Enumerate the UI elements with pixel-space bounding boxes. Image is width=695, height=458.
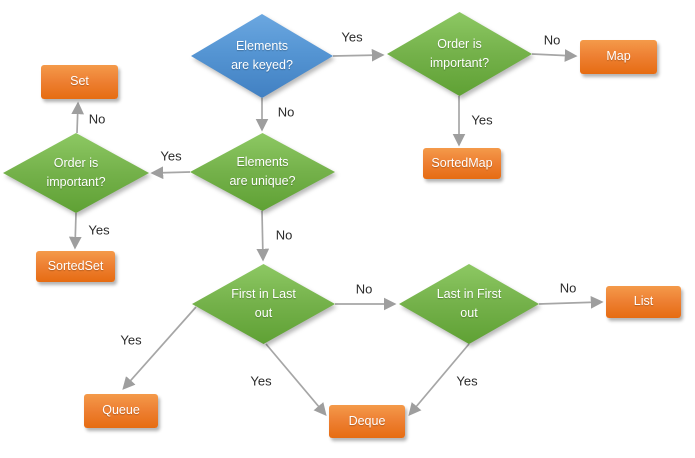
list-result-node: List <box>606 286 681 318</box>
sortedset-label: SortedSet <box>47 258 104 273</box>
last-in-first-out-label: Last in First out <box>436 286 502 320</box>
connector-elements-are-keyed-to-order-important-top <box>332 48 385 62</box>
map-label: Map <box>606 49 631 64</box>
connector-elements-are-unique-to-first-in-last-out <box>256 210 270 262</box>
sortedset-result-node: SortedSet <box>36 251 115 282</box>
connector-last-in-first-out-to-deque <box>408 343 470 416</box>
queue-label: Queue <box>102 403 140 418</box>
connector-first-in-last-out-to-queue <box>122 306 197 390</box>
queue-shape: Queue <box>84 394 158 428</box>
first-in-last-out-shape: First in Last out <box>192 264 335 344</box>
elements-are-keyed-shape: Elements are keyed? <box>191 14 333 98</box>
first-in-last-out-decision-node: First in Last out <box>192 264 335 344</box>
queue-result-node: Queue <box>84 394 158 428</box>
sortedset-shape: SortedSet <box>36 251 115 282</box>
map-result-node: Map <box>580 40 657 74</box>
deque-shape: Deque <box>329 405 405 438</box>
order-important-left-decision-node: Order is important? <box>3 133 149 213</box>
edge-label-elements-are-unique-to-first-in-last-out: No <box>275 227 293 243</box>
connector-last-in-first-out-to-list <box>538 295 604 309</box>
order-important-top-shape: Order is important? <box>387 12 532 96</box>
connector-order-important-left-to-set <box>71 101 85 134</box>
edge-label-order-important-top-to-sortedmap: Yes <box>471 112 493 128</box>
edge-label-order-important-top-to-map: No <box>543 32 561 48</box>
set-label: Set <box>70 74 89 89</box>
list-shape: List <box>606 286 681 318</box>
edge-label-last-in-first-out-to-list: No <box>559 280 577 296</box>
map-shape: Map <box>580 40 657 74</box>
edge-label-first-in-last-out-to-deque: Yes <box>250 373 272 389</box>
elements-are-unique-decision-node: Elements are unique? <box>190 133 335 211</box>
last-in-first-out-decision-node: Last in First out <box>399 264 539 344</box>
deque-label: Deque <box>348 413 386 428</box>
elements-are-keyed-label: Elements are keyed? <box>231 38 293 72</box>
list-label: List <box>633 294 654 309</box>
elements-are-keyed-decision-node: Elements are keyed? <box>191 14 333 98</box>
set-shape: Set <box>41 65 118 99</box>
edge-label-order-important-left-to-set: No <box>88 111 106 127</box>
elements-are-unique-shape: Elements are unique? <box>190 133 335 211</box>
edge-label-elements-are-keyed-to-order-important-top: Yes <box>341 29 363 45</box>
sortedmap-result-node: SortedMap <box>423 148 501 179</box>
set-result-node: Set <box>41 65 118 99</box>
order-important-left-label: Order is important? <box>46 155 106 189</box>
last-in-first-out-shape: Last in First out <box>399 264 539 344</box>
elements-are-unique-label: Elements are unique? <box>229 154 296 188</box>
order-important-top-decision-node: Order is important? <box>387 12 532 96</box>
connector-first-in-last-out-to-deque <box>265 343 327 416</box>
connector-elements-are-unique-to-order-important-left <box>150 166 191 180</box>
order-important-left-shape: Order is important? <box>3 133 149 213</box>
sortedmap-shape: SortedMap <box>423 148 501 179</box>
edge-label-last-in-first-out-to-deque: Yes <box>456 373 478 389</box>
connector-order-important-top-to-map <box>531 49 578 62</box>
edge-label-first-in-last-out-to-queue: Yes <box>120 332 142 348</box>
order-important-top-label: Order is important? <box>429 36 490 70</box>
sortedmap-label: SortedMap <box>431 155 493 170</box>
first-in-last-out-label: First in Last out <box>231 286 296 320</box>
edge-label-elements-are-keyed-to-elements-are-unique: No <box>277 104 295 120</box>
edge-label-elements-are-unique-to-order-important-left: Yes <box>160 148 182 164</box>
edge-label-first-in-last-out-to-last-in-first-out: No <box>355 281 373 297</box>
deque-result-node: Deque <box>329 405 405 438</box>
connector-order-important-left-to-sortedset <box>68 212 82 250</box>
edge-label-order-important-left-to-sortedset: Yes <box>88 222 110 238</box>
